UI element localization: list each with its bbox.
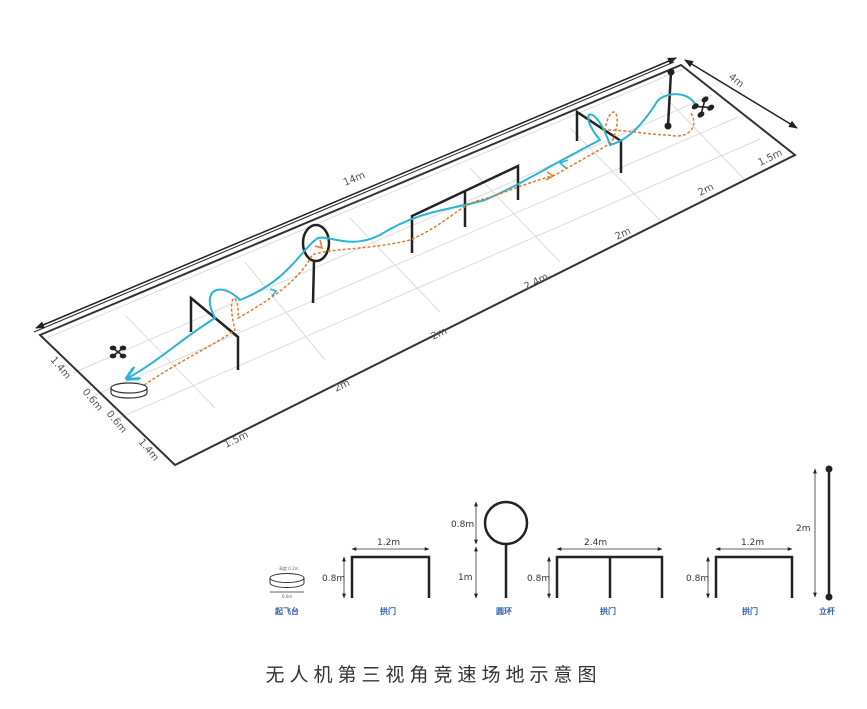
legend-pad-diameter: 0.6m <box>282 594 292 599</box>
bottom-label-2: 2m <box>332 378 351 395</box>
forward-arrow <box>545 171 555 181</box>
legend-gate-small-2-height: 0.8m <box>686 574 709 584</box>
gate-3 <box>575 109 623 173</box>
forward-flight-path <box>139 111 695 389</box>
legend-pad-height: 高度 0.2m <box>279 565 299 571</box>
legend-gate-small: 1.2m 0.8m 拱门 <box>322 538 431 616</box>
field-grid <box>46 68 761 419</box>
legend-gate-small-2: 1.2m 0.8m 拱门 <box>686 538 794 616</box>
legend-ring-height: 1m <box>458 573 473 583</box>
legend-gate-small-2-width: 1.2m <box>741 538 764 548</box>
return-arrow <box>558 159 569 169</box>
length-label: 14m <box>342 170 367 189</box>
field-outline <box>38 63 797 467</box>
bottom-label-5: 2m <box>613 226 632 243</box>
legend-takeoff-pad: 高度 0.2m 0.6m 起飞台 <box>269 565 305 616</box>
legend-ring-diameter: 0.8m <box>451 520 474 530</box>
drone-icon <box>109 345 127 359</box>
forward-arrow-2 <box>314 239 324 250</box>
legend-gate-wide-height: 0.8m <box>527 574 550 584</box>
legend-gate-wide-label: 拱门 <box>600 606 616 616</box>
bottom-label-4: 2.4m <box>522 272 550 293</box>
drone-icon <box>691 96 715 118</box>
length-dimension: 14m <box>33 57 677 333</box>
left-label-3: 0.6m <box>104 409 129 436</box>
pole <box>664 68 675 130</box>
bottom-label-1: 1.5m <box>222 430 250 451</box>
legend-pole-label: 立杆 <box>819 606 835 616</box>
return-arrow-2 <box>269 288 278 297</box>
legend-pole-height: 2m <box>796 524 811 534</box>
left-label-4: 1.4m <box>136 437 161 464</box>
legend-ring: 0.8m 1m 圆环 <box>451 500 529 616</box>
bottom-label-7: 1.5m <box>756 148 784 169</box>
legend-gate-wide: 2.4m 0.8m 拱门 <box>527 538 664 616</box>
legend-pole: 2m 立杆 <box>796 465 835 616</box>
width-dimension: 4m <box>684 59 798 129</box>
legend-pad-label: 起飞台 <box>274 606 299 616</box>
takeoff-pad-icon <box>110 382 148 399</box>
left-label-1: 1.4m <box>48 355 73 382</box>
left-edge-labels: 1.4m 0.6m 0.6m 1.4m <box>48 355 161 464</box>
legend-gate-small-width: 1.2m <box>377 538 400 548</box>
legend-gate-small-height: 0.8m <box>322 574 345 584</box>
legend-gate-small-2-label: 拱门 <box>742 606 758 616</box>
ring <box>301 223 331 304</box>
return-flight-path <box>128 93 698 378</box>
legend-gate-wide-width: 2.4m <box>584 538 607 548</box>
bottom-edge-labels: 1.5m 2m 2m 2.4m 2m 2m 1.5m <box>222 148 784 451</box>
diagram-caption: 无人机第三视角竞速场地示意图 <box>265 664 602 686</box>
gate-2 <box>410 164 520 253</box>
bottom-label-3: 2m <box>429 326 448 343</box>
legend-ring-label: 圆环 <box>496 607 512 616</box>
legend-gate-small-label: 拱门 <box>380 606 396 616</box>
left-label-2: 0.6m <box>80 387 105 414</box>
